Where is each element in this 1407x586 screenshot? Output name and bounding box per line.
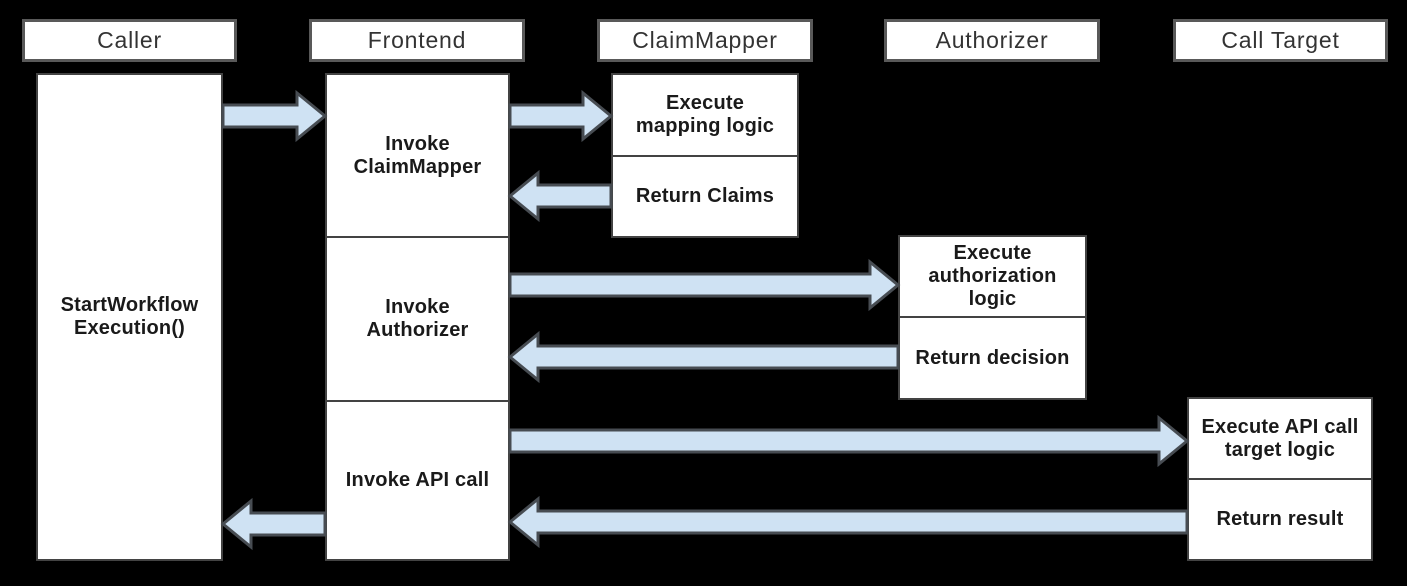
- activation-label: Invoke Authorizer: [366, 296, 469, 341]
- arrow-calltarget-to-frontend: [507, 495, 1189, 549]
- activation-claimmapper-return-claims: Return Claims: [611, 155, 799, 238]
- arrow-authorizer-to-frontend: [507, 330, 900, 384]
- arrow-frontend-to-authorizer: [508, 258, 901, 312]
- arrow-caller-to-frontend: [221, 89, 328, 143]
- activation-label: Return Claims: [635, 185, 775, 207]
- lifeline-label-authorizer: Authorizer: [935, 27, 1049, 53]
- arrow-claimmapper-to-frontend: [507, 169, 613, 223]
- lifeline-label-calltarget: Call Target: [1221, 27, 1340, 53]
- activation-calltarget-return-result: Return result: [1187, 478, 1373, 561]
- activation-authorizer-execute-authorization-logic: Execute authorization logic: [898, 235, 1087, 318]
- arrow-frontend-to-caller: [220, 497, 327, 551]
- activation-frontend-invoke-api-call: Invoke API call: [325, 400, 510, 561]
- activation-caller-startworkflowexecution: StartWorkflow Execution(): [36, 73, 223, 561]
- lifeline-header-calltarget: Call Target: [1173, 19, 1388, 62]
- lifeline-header-authorizer: Authorizer: [884, 19, 1100, 62]
- activation-calltarget-execute-api-call-target-logic: Execute API call target logic: [1187, 397, 1373, 480]
- activation-label: Return decision: [915, 346, 1070, 369]
- arrow-frontend-to-claimmapper: [508, 89, 614, 143]
- activation-label: Execute API call target logic: [1201, 415, 1359, 461]
- lifeline-header-frontend: Frontend: [309, 19, 525, 62]
- lifeline-header-caller: Caller: [22, 19, 237, 62]
- activation-label: Invoke ClaimMapper: [353, 132, 482, 178]
- activation-claimmapper-execute-mapping-logic: Execute mapping logic: [611, 73, 799, 157]
- lifeline-header-claimmapper: ClaimMapper: [597, 19, 813, 62]
- lifeline-label-claimmapper: ClaimMapper: [632, 27, 778, 53]
- arrow-frontend-to-calltarget: [508, 414, 1190, 468]
- activation-label: Invoke API call: [345, 469, 490, 491]
- activation-label: Execute mapping logic: [635, 92, 775, 137]
- activation-label: StartWorkflow Execution(): [60, 294, 199, 339]
- activation-frontend-invoke-authorizer: Invoke Authorizer: [325, 236, 510, 402]
- lifeline-label-caller: Caller: [97, 27, 162, 53]
- activation-authorizer-return-decision: Return decision: [898, 316, 1087, 400]
- activation-label: Execute authorization logic: [928, 242, 1057, 310]
- activation-label: Return result: [1216, 508, 1344, 530]
- lifeline-label-frontend: Frontend: [367, 27, 467, 53]
- activation-frontend-invoke-claimmapper: Invoke ClaimMapper: [325, 73, 510, 238]
